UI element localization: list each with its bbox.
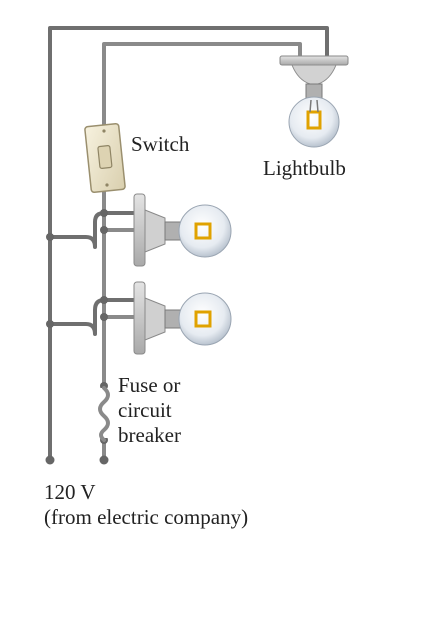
fuse-label-line2: circuit bbox=[118, 398, 172, 422]
hot-wire bbox=[102, 42, 302, 462]
lightbulb-label: Lightbulb bbox=[263, 156, 346, 180]
lower-wall-lamp bbox=[133, 281, 232, 355]
wires bbox=[48, 26, 329, 462]
fuse-label-line1: Fuse or bbox=[118, 373, 181, 397]
source-terminal-right bbox=[99, 455, 109, 465]
ceiling-lightbulb bbox=[279, 55, 349, 148]
source-description-label: (from electric company) bbox=[44, 505, 249, 529]
upper-wall-lamp bbox=[133, 193, 232, 267]
source-terminal-left bbox=[45, 455, 55, 465]
fuse-symbol bbox=[96, 386, 112, 442]
wall-switch bbox=[84, 122, 126, 194]
neutral-wire bbox=[48, 26, 329, 462]
fuse-label-line3: breaker bbox=[118, 423, 181, 447]
switch-label: Switch bbox=[131, 132, 190, 156]
source-voltage-label: 120 V bbox=[44, 480, 96, 504]
